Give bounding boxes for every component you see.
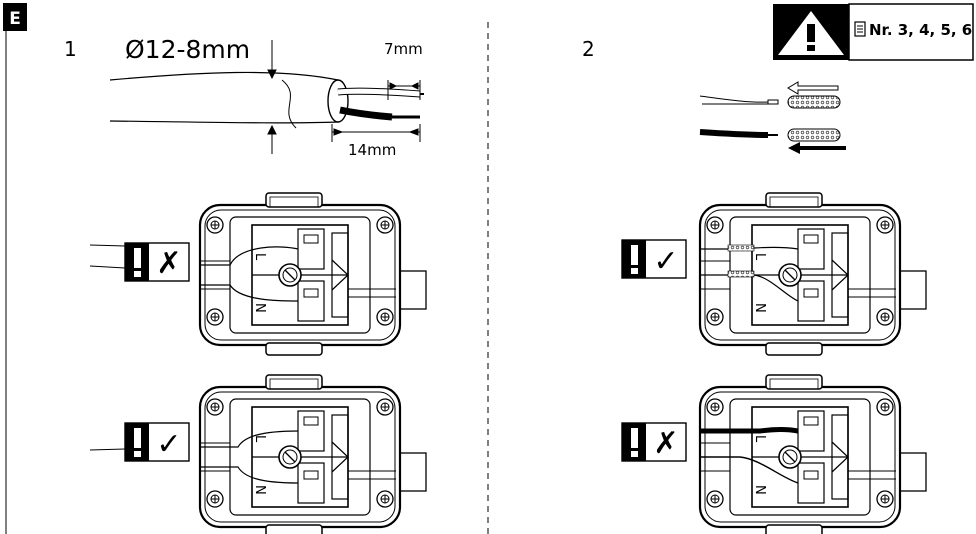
correct-mark-icon: ✓: [653, 244, 678, 279]
terminal-label-neutral: N: [752, 485, 767, 495]
junction-box-2b: L N: [698, 373, 928, 534]
junction-box-1b: L N: [198, 373, 428, 534]
dimension-marks: [267, 40, 421, 154]
cable-diameter-label: Ø12-8mm: [125, 35, 250, 64]
terminal-label-neutral: N: [252, 485, 267, 495]
wrong-mark-icon: ✗: [156, 246, 181, 281]
panel-2-number: 2: [582, 37, 595, 61]
panel-1-number: 1: [64, 37, 77, 61]
cable-illustration: [109, 71, 424, 129]
terminal-label-live: L: [252, 435, 267, 443]
section-badge: E: [3, 3, 27, 31]
terminal-label-live: L: [252, 253, 267, 261]
check-label-1b: ✓: [124, 422, 190, 462]
warning-reference: Nr. 3, 4, 5, 6: [869, 21, 972, 39]
junction-box-2a: L N: [698, 191, 928, 357]
wrong-mark-icon: ✗: [653, 426, 678, 461]
strip-length-short: 7mm: [384, 40, 423, 58]
correct-mark-icon: ✓: [156, 427, 181, 462]
section-badge-label: E: [9, 9, 21, 29]
terminal-label-neutral: N: [752, 303, 767, 313]
check-label-2a: ✓: [621, 239, 687, 279]
warning-header: Nr. 3, 4, 5, 6: [773, 3, 974, 61]
ferrule-illustration: [699, 81, 846, 154]
check-label-2b: ✗: [621, 422, 687, 462]
strip-length-long: 14mm: [348, 141, 396, 159]
terminal-label-live: L: [752, 435, 767, 443]
check-label-1a: ✗: [124, 242, 190, 282]
terminal-label-live: L: [752, 253, 767, 261]
terminal-label-neutral: N: [252, 303, 267, 313]
junction-box-1a: L N: [198, 191, 428, 357]
document-icon: [854, 21, 866, 37]
